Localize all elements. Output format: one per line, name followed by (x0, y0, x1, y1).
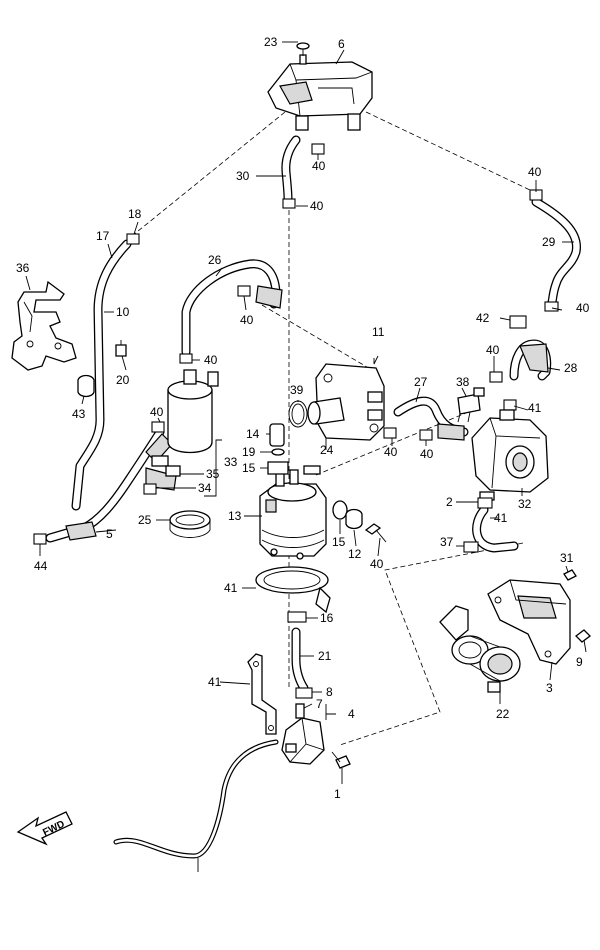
o-ring-part-39 (288, 400, 308, 428)
callout-2: 32 (518, 497, 532, 511)
callout-42: 42 (476, 311, 490, 325)
throttle-body-part-3 (439, 605, 521, 693)
collar-part-15b (345, 508, 363, 530)
callout-16: 31 (560, 551, 574, 565)
grommet-part-43 (77, 374, 95, 398)
callout-10: 10 (116, 305, 130, 319)
callout-numbers: 23 6 30 40 40 40 29 18 17 36 10 26 40 40… (16, 35, 590, 801)
callout-31: 21 (318, 649, 332, 663)
clamp-ring-part-37 (169, 510, 211, 538)
callout-6: 6 (338, 37, 345, 51)
callout-15-a: 15 (242, 461, 256, 475)
callout-40-left-b: 40 (204, 353, 218, 367)
callout-40-top-a: 40 (312, 159, 326, 173)
forward-direction-arrow: FWD (16, 811, 73, 846)
callout-44: 41 (224, 581, 238, 595)
seal-part-19 (271, 448, 285, 456)
callout-17: 17 (96, 229, 110, 243)
bolt-part-22 (331, 751, 351, 769)
callout-40-left-a: 40 (240, 313, 254, 327)
callout-29: 29 (542, 235, 556, 249)
callout-40-right-b: 40 (486, 343, 500, 357)
callout-21: 9 (576, 655, 583, 669)
callout-34: 34 (198, 481, 212, 495)
callout-7: 4 (348, 707, 355, 721)
cap-part-15a (267, 461, 289, 475)
callout-40-top-right: 40 (528, 165, 542, 179)
gasket-part-44 (255, 566, 331, 614)
callout-8: 7 (316, 697, 323, 711)
leader-lines (25, 41, 587, 872)
callout-23: 23 (264, 35, 278, 49)
hose-part-10 (71, 233, 140, 511)
callout-9: 41 (208, 675, 222, 689)
callout-40-mid-b: 40 (420, 447, 434, 461)
bolt-part-16 (563, 569, 577, 581)
callout-24: 24 (320, 443, 334, 457)
callout-35: 35 (206, 467, 220, 481)
callout-5: 13 (228, 509, 242, 523)
callout-13: 15 (332, 535, 346, 549)
callout-43: 43 (72, 407, 86, 421)
bracket-part-9 (247, 653, 277, 735)
hose-part-31 (287, 611, 313, 699)
callout-30: 30 (236, 169, 250, 183)
hose-part-29 (529, 189, 581, 312)
callout-40-mid-c: 41 (528, 401, 542, 415)
control-unit-part-6 (267, 42, 373, 131)
hose-part-25 (33, 421, 173, 545)
callout-14: 14 (246, 427, 260, 441)
callout-40-mid-a: 40 (384, 445, 398, 459)
callout-12: 40 (370, 557, 384, 571)
callout-40-left-c: 40 (150, 405, 164, 419)
callout-3: 22 (496, 707, 510, 721)
callout-20: 20 (116, 373, 130, 387)
callout-33: 33 (224, 455, 238, 469)
bolt-part-21 (575, 629, 591, 643)
callout-11: 11 (372, 325, 385, 339)
callout-4: 3 (546, 681, 553, 695)
plate-part-4 (487, 579, 571, 665)
callout-37: 25 (138, 513, 152, 527)
fuel-pump-part-7 (281, 703, 325, 765)
elbow-hose-part-28 (489, 315, 552, 411)
mount-part-24 (307, 363, 385, 441)
callout-40-right-a: 40 (576, 301, 590, 315)
callout-41-d: 8 (326, 685, 333, 699)
callout-15-b: 12 (348, 547, 362, 561)
hose-part-27 (383, 396, 469, 441)
pump-body-part-2 (471, 409, 549, 501)
vapor-separator-part-5 (259, 465, 327, 560)
callout-32: 41 (494, 511, 508, 525)
bolt-part-12 (364, 523, 387, 543)
hose-part-32 (463, 497, 519, 553)
callout-26: 26 (208, 253, 222, 267)
callout-41-c: 16 (320, 611, 334, 625)
bracket-part-36 (11, 280, 77, 371)
callout-25: 5 (106, 527, 113, 541)
callout-39: 39 (290, 383, 304, 397)
fuel-line-part-1 (113, 739, 279, 859)
callout-41-b: 37 (440, 535, 454, 549)
grommet-part-13 (332, 500, 348, 520)
callout-19: 19 (242, 445, 256, 459)
callout-36: 36 (16, 261, 30, 275)
callout-40-top-b: 40 (310, 199, 324, 213)
filter-part-14 (269, 423, 285, 447)
callout-18: 18 (128, 207, 142, 221)
callout-38: 38 (456, 375, 470, 389)
hose-part-30 (281, 135, 325, 209)
callout-27: 27 (414, 375, 428, 389)
sensor-part-38 (457, 387, 485, 423)
fuel-filter-part-33 (143, 369, 219, 495)
hose-part-26 (179, 259, 283, 364)
callout-28: 28 (564, 361, 578, 375)
callout-41-a: 2 (446, 495, 453, 509)
bolt-part-20 (115, 340, 127, 357)
callout-40-bottom-left: 44 (34, 559, 48, 573)
callout-22: 1 (334, 787, 341, 801)
